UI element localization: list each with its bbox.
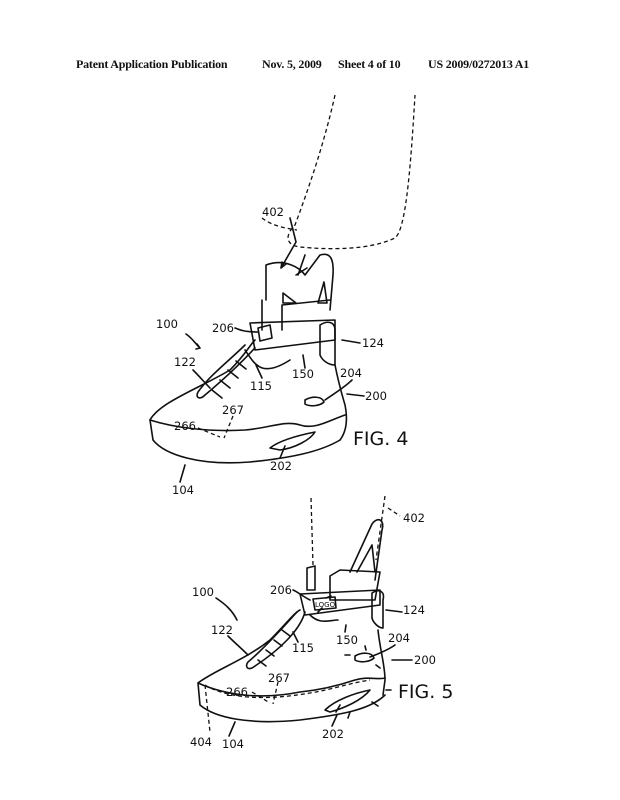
ref-267: 267 [268, 671, 290, 685]
logo-text: LOGO [315, 601, 336, 609]
ref-204: 204 [340, 366, 362, 380]
sheet-number: Sheet 4 of 10 [338, 57, 401, 71]
figure-4-title: FIG. 4 [353, 428, 408, 450]
ref-200: 200 [365, 389, 387, 403]
ref-150: 150 [336, 633, 358, 647]
ref-200: 200 [414, 653, 436, 667]
ref-100: 100 [192, 585, 214, 599]
figure-5-title: FIG. 5 [398, 681, 453, 703]
ref-122: 122 [211, 623, 233, 637]
ref-115: 115 [292, 641, 314, 655]
ref-124: 124 [403, 603, 425, 617]
ref-100: 100 [156, 317, 178, 331]
sole [197, 677, 386, 723]
ref-150: 150 [292, 367, 314, 381]
ref-402: 402 [403, 511, 425, 525]
ref-204: 204 [388, 631, 410, 645]
foot-outline [287, 94, 416, 250]
ref-104: 104 [222, 737, 244, 751]
ref-206: 206 [270, 583, 292, 597]
ref-124: 124 [362, 336, 384, 350]
shoe-upper [149, 339, 348, 441]
publication-date: Nov. 5, 2009 [262, 57, 322, 71]
ref-122: 122 [174, 355, 196, 369]
ref-266: 266 [226, 685, 248, 699]
ref-404: 404 [190, 735, 212, 749]
sole [149, 414, 346, 464]
ref-115: 115 [250, 379, 272, 393]
heel-tab [265, 253, 334, 311]
ref-402: 402 [262, 205, 284, 219]
figure-5: LOGO 402 100 206 124 122 115 150 204 200… [190, 495, 453, 751]
ref-267: 267 [222, 403, 244, 417]
publication-type: Patent Application Publication [76, 57, 228, 71]
lighting-path [204, 679, 371, 733]
figure-4: 402 100 206 124 122 115 150 204 200 267 … [149, 94, 416, 497]
ref-206: 206 [212, 321, 234, 335]
strap [299, 589, 381, 616]
ref-104: 104 [172, 483, 194, 497]
ref-202: 202 [270, 459, 292, 473]
ref-266: 266 [174, 419, 196, 433]
publication-number: US 2009/0272013 A1 [428, 57, 530, 71]
heel-tab [349, 518, 384, 581]
ref-202: 202 [322, 727, 344, 741]
